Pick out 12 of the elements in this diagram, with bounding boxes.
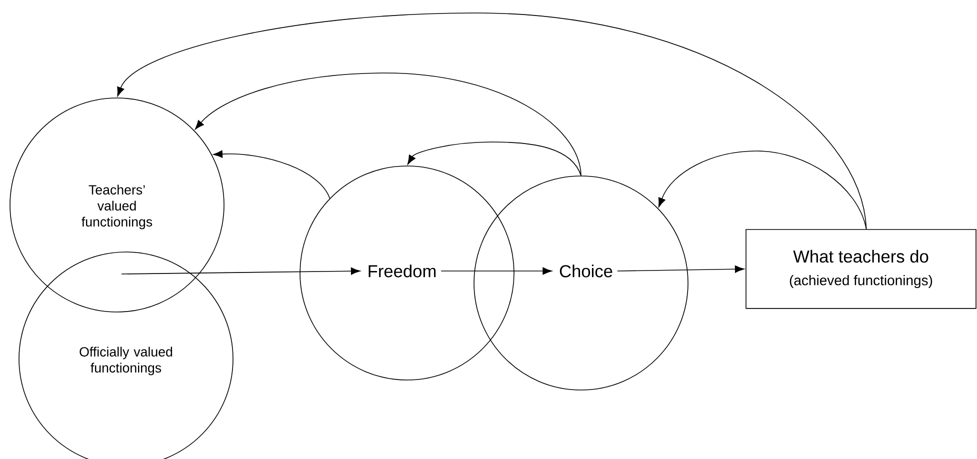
arrow (616, 265, 744, 273)
circle-label: Freedom (368, 264, 436, 278)
arrow (213, 150, 330, 199)
circle (300, 166, 514, 380)
arrow (440, 267, 552, 275)
arrow (407, 142, 582, 176)
text-box: What teachers do (achieved functionings) (746, 229, 976, 309)
circle (474, 176, 688, 390)
arrow (117, 12, 867, 230)
circle-label: Choice (560, 264, 612, 278)
arrow (658, 150, 867, 230)
arrow (194, 72, 582, 176)
